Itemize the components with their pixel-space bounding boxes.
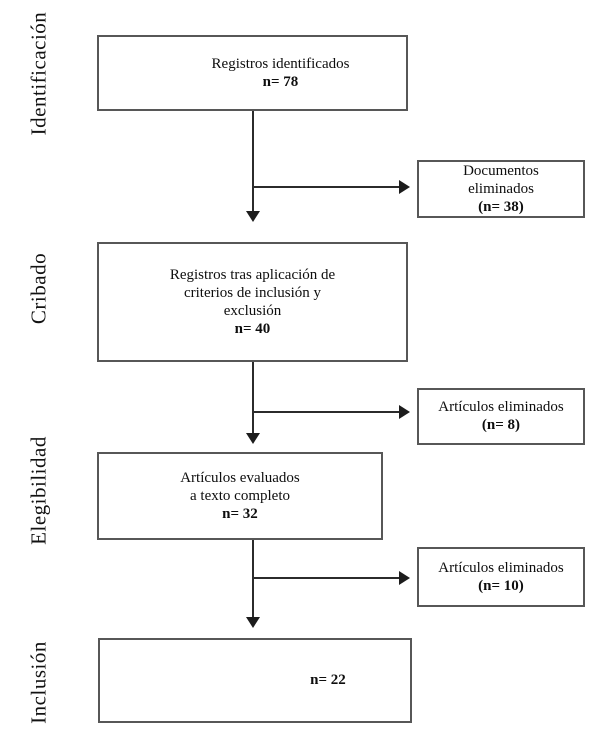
box-registros-tras-aplicacion-text-1: Registros tras aplicación de (169, 266, 336, 283)
connector-3-arrow-down-icon (246, 617, 260, 628)
connector-3-arrow-right-icon (399, 571, 410, 585)
connector-1-horizontal-line (252, 186, 399, 188)
box-registros-tras-aplicacion-count: n= 40 (234, 320, 271, 337)
box-inclusion-final: n= 22 (98, 638, 412, 723)
box-articulos-eliminados-1: Artículos eliminados (n= 8) (417, 388, 585, 445)
connector-1-vertical-line (252, 111, 254, 211)
box-registros-identificados: Registros identificados n= 78 (97, 35, 408, 111)
box-documentos-eliminados-text-1: Documentos (463, 162, 539, 179)
stage-label-identificacion: Identificación (26, 11, 51, 136)
connector-3-horizontal-line (252, 577, 399, 579)
box-articulos-evaluados-count: n= 32 (222, 505, 258, 522)
connector-1-arrow-right-icon (399, 180, 410, 194)
box-articulos-eliminados-2-count: (n= 10) (478, 577, 524, 594)
connector-2-horizontal-line (252, 411, 399, 413)
box-registros-tras-aplicacion: Registros tras aplicación de criterios d… (97, 242, 408, 362)
stage-label-elegibilidad: Elegibilidad (26, 436, 51, 545)
connector-2-vertical-line (252, 362, 254, 433)
box-articulos-eliminados-1-text: Artículos eliminados (438, 399, 564, 415)
box-registros-identificados-text: Registros identificados (211, 55, 350, 72)
box-articulos-eliminados-2: Artículos eliminados (n= 10) (417, 547, 585, 607)
box-registros-tras-aplicacion-text-2: criterios de inclusión y (183, 284, 322, 301)
box-documentos-eliminados-text-2: eliminados (468, 180, 534, 197)
box-documentos-eliminados-count: (n= 38) (478, 198, 524, 215)
box-articulos-evaluados-text-1: Artículos evaluados (180, 469, 300, 486)
box-registros-tras-aplicacion-text-3: exclusión (223, 302, 282, 319)
box-inclusion-final-count: n= 22 (310, 672, 346, 688)
stage-label-cribado: Cribado (26, 252, 51, 325)
box-documentos-eliminados: Documentos eliminados (n= 38) (417, 160, 585, 218)
box-articulos-eliminados-2-text: Artículos eliminados (438, 559, 564, 576)
connector-2-arrow-down-icon (246, 433, 260, 444)
connector-2-arrow-right-icon (399, 405, 410, 419)
box-articulos-eliminados-1-count: (n= 8) (481, 417, 521, 433)
stage-label-inclusion: Inclusión (26, 641, 51, 724)
box-articulos-evaluados-text-2: a texto completo (190, 487, 290, 504)
box-articulos-evaluados: Artículos evaluados a texto completo n= … (97, 452, 383, 540)
box-registros-identificados-count: n= 78 (262, 73, 299, 90)
connector-1-arrow-down-icon (246, 211, 260, 222)
